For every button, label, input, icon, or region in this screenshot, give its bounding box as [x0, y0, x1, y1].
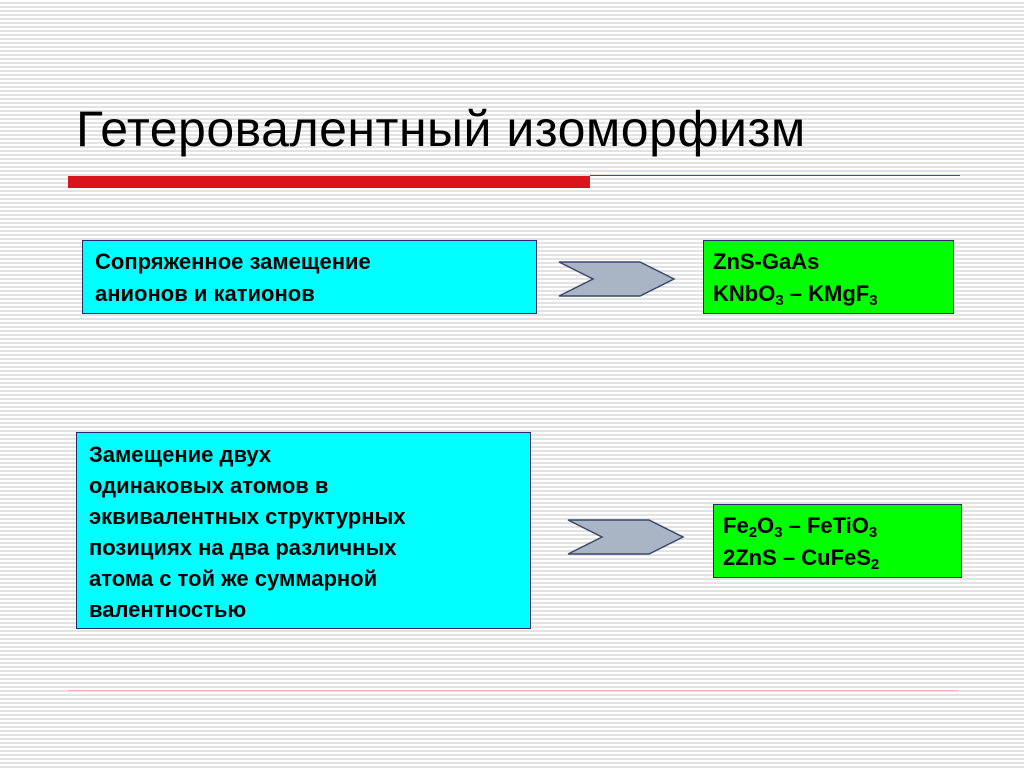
coupled-examples-box: ZnS-GaAs KNbO3 – KMgF3 — [703, 240, 954, 314]
subscript: 3 — [869, 292, 878, 309]
formula-line: ZnS-GaAs — [713, 249, 820, 274]
description-line: Сопряженное замещение — [95, 249, 371, 274]
subscript: 3 — [775, 292, 784, 309]
formula-line: Fe2O3 – FeTiO3 — [723, 513, 878, 541]
subscript: 3 — [868, 524, 878, 541]
subscript: 2 — [748, 524, 758, 541]
description-line: атома с той же суммарной — [89, 566, 378, 591]
two-atom-examples-box: Fe2O3 – FeTiO3 2ZnS – CuFeS2 — [713, 504, 962, 578]
chevron-arrow-icon — [567, 519, 685, 555]
coupled-substitution-box: Сопряженное замещение анионов и катионов — [82, 240, 537, 314]
title-underline-thin — [590, 175, 960, 176]
chevron-arrow-icon — [558, 261, 676, 297]
page-title: Гетеровалентный изоморфизм — [76, 101, 806, 157]
description-line: анионов и катионов — [95, 281, 315, 306]
subscript: 2 — [870, 556, 880, 573]
title-underline-accent — [68, 176, 590, 188]
description-line: эквивалентных структурных — [89, 504, 406, 529]
subscript: 3 — [774, 524, 783, 541]
formula-line: 2ZnS – CuFeS2 — [723, 545, 880, 573]
formula-line: KNbO3 – KMgF3 — [713, 281, 878, 309]
description-line: Замещение двух — [89, 442, 272, 467]
two-atom-substitution-box: Замещение двух одинаковых атомов в эквив… — [76, 432, 531, 629]
footer-divider — [68, 690, 958, 691]
description-line: одинаковых атомов в — [89, 473, 329, 498]
description-line: валентностью — [89, 597, 247, 622]
description-line: позициях на два различных — [89, 535, 397, 560]
